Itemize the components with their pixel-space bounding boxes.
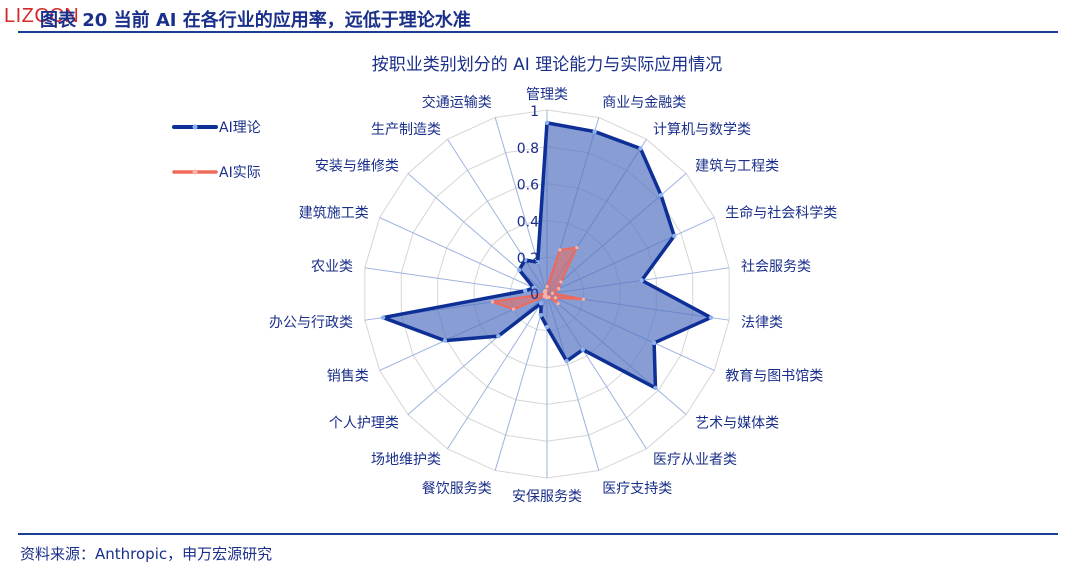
- data-point: [544, 288, 548, 293]
- data-point: [442, 338, 448, 343]
- category-label: 生命与社会科学类: [725, 205, 837, 222]
- category-label: 销售类: [327, 368, 369, 384]
- data-point: [592, 129, 597, 134]
- category-label: 建筑与工程类: [695, 159, 779, 175]
- data-point: [511, 307, 516, 311]
- data-point: [575, 245, 579, 250]
- data-point: [708, 315, 714, 320]
- category-label: 安保服务类: [512, 489, 582, 505]
- category-label: 医疗从业者类: [653, 452, 737, 468]
- spoke: [364, 267, 548, 295]
- category-label: 计算机与数学类: [653, 122, 751, 138]
- data-point: [531, 285, 536, 291]
- data-point: [558, 248, 562, 252]
- data-point: [553, 296, 557, 300]
- category-label: 农业类: [311, 259, 353, 275]
- data-point: [564, 358, 569, 364]
- data-point: [559, 280, 563, 284]
- category-label: 法律类: [741, 315, 783, 331]
- legend-marker: [192, 169, 198, 175]
- data-point: [581, 297, 586, 301]
- data-point: [544, 324, 550, 330]
- legend-marker: [192, 124, 198, 130]
- legend-label: AI理论: [219, 120, 261, 136]
- spoke: [379, 217, 548, 295]
- data-point: [522, 257, 528, 263]
- footer-rule: [18, 533, 1058, 535]
- category-label: 交通运输类: [422, 94, 492, 111]
- category-label: 安装与维修类: [315, 159, 399, 175]
- chart-title: 按职业类别划分的 AI 理论能力与实际应用情况: [372, 55, 722, 75]
- data-point: [538, 301, 544, 306]
- data-point: [672, 233, 677, 239]
- data-point: [496, 333, 501, 339]
- logo: LIZCCN: [4, 5, 80, 27]
- category-label: 场地维护类: [371, 452, 441, 468]
- tick-label: 0: [530, 287, 539, 303]
- tick-labels: 0 0.2 0.4 0.6 0.8 1: [517, 104, 539, 303]
- data-point: [490, 300, 494, 304]
- category-label: 管理类: [526, 87, 568, 103]
- category-label: 办公与行政类: [269, 315, 353, 331]
- data-point: [651, 340, 657, 346]
- source-note: 资料来源：Anthropic，申万宏源研究: [20, 545, 273, 563]
- data-point: [522, 288, 528, 294]
- legend: AI理论 AI实际: [172, 120, 261, 181]
- data-point: [380, 315, 386, 320]
- category-label: 社会服务类: [741, 259, 811, 275]
- data-point: [580, 347, 586, 352]
- tick-label: 0.6: [517, 178, 539, 194]
- category-label: 餐饮服务类: [422, 481, 492, 497]
- data-point: [516, 267, 522, 273]
- tick-label: 0.2: [517, 251, 539, 267]
- data-point: [653, 385, 658, 391]
- category-label: 个人护理类: [329, 415, 399, 431]
- data-point: [535, 260, 540, 265]
- radar-series: [380, 120, 714, 391]
- category-label: 生产制造类: [371, 122, 441, 138]
- data-point: [538, 312, 543, 318]
- report-header: LIZCCN 图表 20 当前 AI 在各行业的应用率，远低于理论水准: [0, 0, 1080, 34]
- data-point: [542, 294, 546, 299]
- tick-label: 0.8: [517, 141, 539, 157]
- category-label: 教育与图书馆类: [725, 368, 823, 384]
- tick-label: 1: [530, 104, 539, 120]
- spoke: [447, 293, 548, 450]
- category-labels: 管理类商业与金融类计算机与数学类建筑与工程类生命与社会科学类社会服务类法律类教育…: [269, 87, 837, 505]
- legend-label: AI实际: [219, 165, 261, 181]
- tick-label: 0.4: [517, 214, 539, 230]
- data-point: [638, 146, 643, 151]
- data-point: [550, 291, 555, 295]
- header-rule: [18, 31, 1058, 33]
- spoke: [494, 293, 548, 471]
- figure-title: 图表 20 当前 AI 在各行业的应用率，远低于理论水准: [40, 10, 471, 31]
- category-label: 医疗支持类: [602, 481, 672, 497]
- data-point: [639, 278, 644, 283]
- category-label: 建筑施工类: [299, 206, 369, 222]
- data-point: [556, 302, 560, 306]
- data-point: [544, 120, 550, 126]
- category-label: 商业与金融类: [602, 95, 686, 111]
- data-point: [545, 285, 549, 289]
- category-label: 艺术与媒体类: [695, 415, 779, 431]
- data-point: [658, 192, 664, 198]
- data-point: [557, 287, 561, 291]
